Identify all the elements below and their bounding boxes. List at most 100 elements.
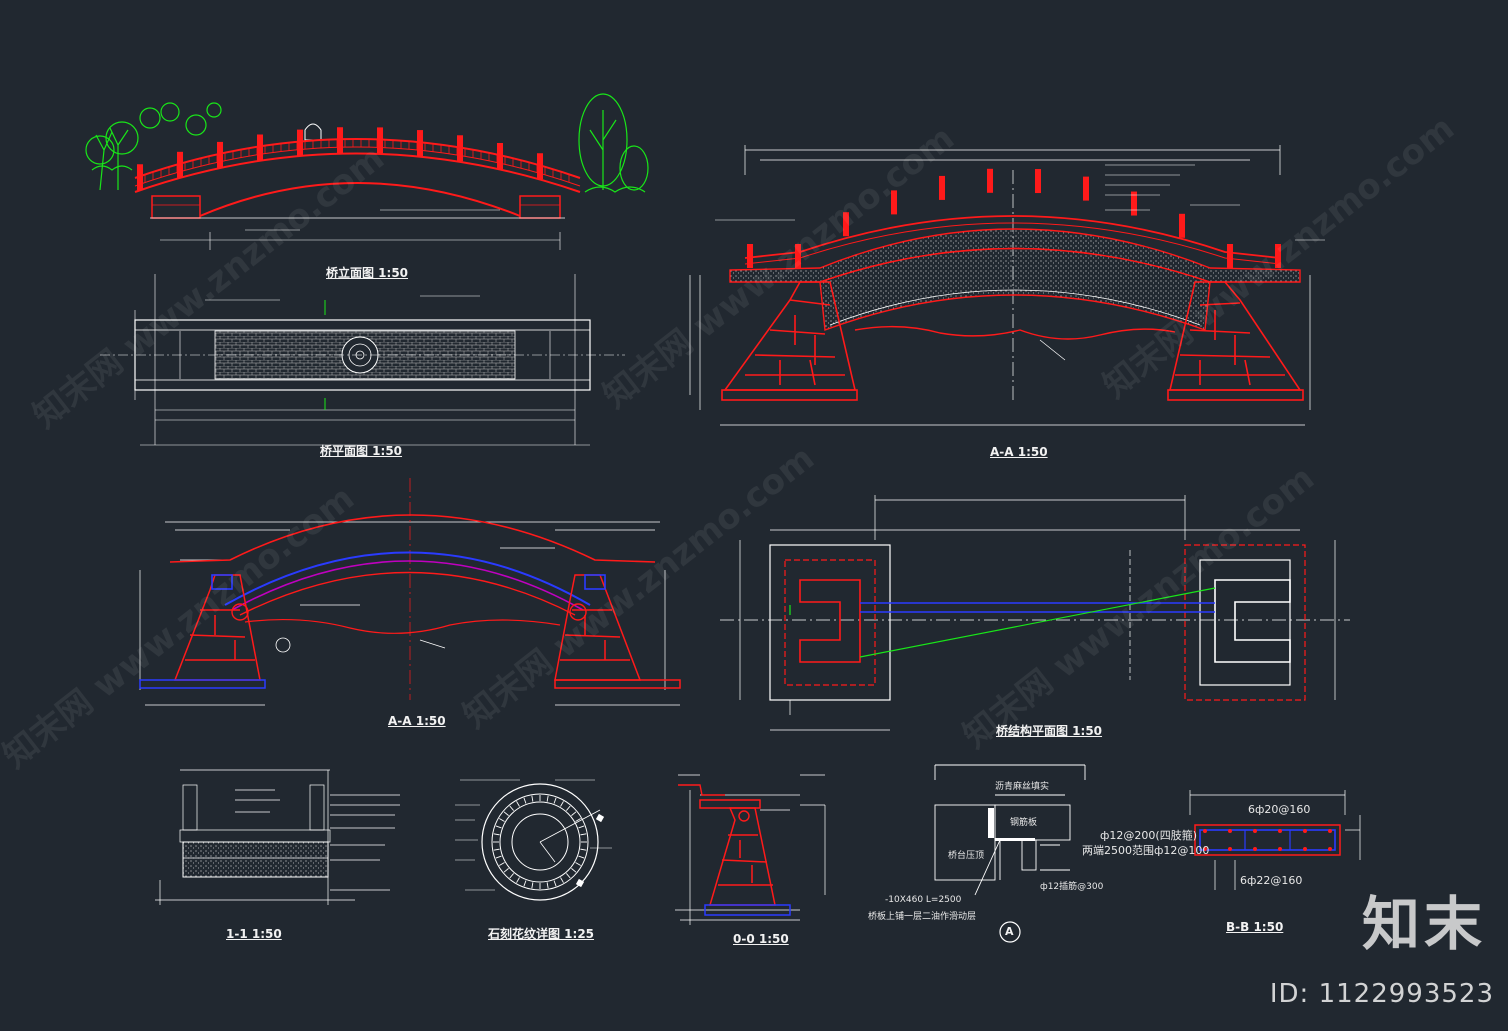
section-rail-post xyxy=(1227,244,1233,268)
title-elevation: 桥立面图 1:50 xyxy=(326,266,409,280)
carving-tick xyxy=(509,805,514,811)
left-pier-2 xyxy=(139,574,266,689)
rail-line xyxy=(134,138,581,179)
carving-tick xyxy=(509,873,514,879)
rail-mid-line xyxy=(134,146,581,187)
rail-post xyxy=(457,135,463,162)
brand-logo: 知末 xyxy=(1361,890,1486,958)
sliding-layer xyxy=(988,808,994,838)
arch-line xyxy=(199,182,521,217)
rebar-note-stirrup: ф12@200(四肢箍) xyxy=(1100,829,1197,842)
rebar-note-top: 6ф20@160 xyxy=(1248,803,1311,816)
carving-tick xyxy=(503,811,509,816)
rail-post xyxy=(417,130,423,157)
detail-note-pier: 桥台压顶 xyxy=(948,851,985,861)
carving-tick xyxy=(575,862,581,866)
pier-cap-block xyxy=(934,804,996,881)
carving-view xyxy=(455,779,612,901)
carving-tick xyxy=(499,818,505,822)
right-u-frame xyxy=(1214,579,1291,663)
section-rail-post xyxy=(747,244,753,268)
rail-post xyxy=(137,164,143,191)
title-structure-plan: 桥结构平面图 1:50 xyxy=(996,724,1103,738)
rail-post xyxy=(257,134,263,161)
section-rail-post xyxy=(987,168,993,193)
carving-tick xyxy=(578,855,585,859)
detail-note-desc: 桥板上铺一层二油作滑动层 xyxy=(868,912,977,922)
detail-note-bar: -10X460 L=2500 xyxy=(885,895,962,905)
tree-left-icon xyxy=(85,102,222,191)
image-id-label: ID: 1122993523 xyxy=(1269,979,1494,1009)
carving-tick xyxy=(571,868,577,873)
rail-post xyxy=(497,142,503,169)
top-rail xyxy=(744,215,1281,259)
right-abutment-plan xyxy=(1184,544,1306,701)
deck-fill xyxy=(182,841,329,878)
detail-circle-icon xyxy=(999,921,1021,943)
carving-tick xyxy=(560,877,564,883)
arch-ring xyxy=(819,247,1211,331)
carving-tick xyxy=(516,877,520,883)
rail-balusters xyxy=(144,139,570,183)
carving-tick xyxy=(495,825,502,829)
title-section-00: 0-0 1:50 xyxy=(733,932,789,946)
section-rail-post xyxy=(1083,176,1089,201)
carving-tick xyxy=(503,868,509,873)
rail-post xyxy=(297,129,303,156)
rail-post xyxy=(537,153,543,180)
title-carving: 石刻花纹详图 1:25 xyxy=(488,927,595,941)
tree-right-icon xyxy=(578,93,649,193)
deck-top xyxy=(169,514,656,563)
rail-posts xyxy=(137,127,543,191)
carving-tick xyxy=(546,795,549,802)
rebar-note-bottom: 6ф22@160 xyxy=(1240,874,1303,887)
left-abutment-plan xyxy=(769,544,891,701)
arch-inner-rebar xyxy=(231,560,584,611)
section-rail-post xyxy=(939,175,945,200)
carving-tick xyxy=(553,797,557,804)
section-rail-post xyxy=(1131,191,1137,216)
water-line xyxy=(854,325,1176,340)
rail-post xyxy=(377,127,383,154)
section-rail-post xyxy=(843,212,849,237)
beam-section xyxy=(1194,824,1341,856)
detail-a-view xyxy=(934,764,1086,943)
carving-tick xyxy=(531,795,534,802)
carving-tick xyxy=(499,862,505,866)
right-pier xyxy=(1167,281,1304,401)
carving-tick xyxy=(553,880,557,887)
carving-tick xyxy=(523,797,527,804)
carving-tick xyxy=(493,833,500,836)
carving-tick xyxy=(560,801,564,807)
carving-tick xyxy=(566,805,571,811)
section-00-view xyxy=(675,774,826,925)
carving-tick xyxy=(523,880,527,887)
carving-pattern xyxy=(493,795,587,889)
title-section-bb: B-B 1:50 xyxy=(1226,920,1284,934)
rail-post xyxy=(217,141,223,168)
title-detail-a: A xyxy=(1005,925,1014,938)
carving-tick xyxy=(580,848,587,851)
pier-00 xyxy=(699,799,791,916)
section-bb-view xyxy=(1189,790,1361,890)
diagonal-line xyxy=(859,587,1216,658)
section-top-view xyxy=(689,145,1325,426)
detail-marker-icon xyxy=(275,637,291,653)
title-plan: 桥平面图 1:50 xyxy=(320,444,403,458)
carving-outer-ring xyxy=(481,783,599,901)
carving-tick xyxy=(566,873,571,879)
detail-note-stud: ф12插筋@300 xyxy=(1040,882,1104,892)
rail-post xyxy=(177,151,183,178)
elevation-view xyxy=(85,93,649,250)
section-left-view xyxy=(139,478,681,706)
carving-tick xyxy=(578,825,585,829)
deck-line xyxy=(134,152,581,193)
plan-view xyxy=(100,274,625,446)
carving-tick xyxy=(531,882,534,889)
section-rail-post xyxy=(795,244,801,268)
carving-tick xyxy=(580,833,587,836)
rail-post xyxy=(337,127,343,154)
section-rail-post xyxy=(891,190,897,215)
arch-outer-rebar xyxy=(224,551,591,606)
carving-tick xyxy=(493,848,500,851)
